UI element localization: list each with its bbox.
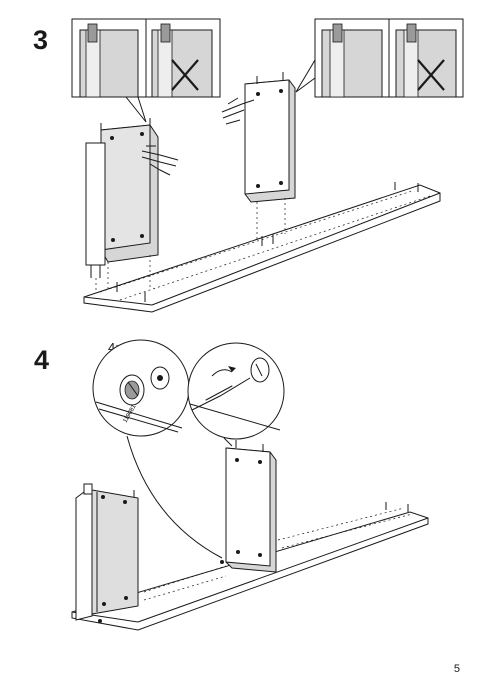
dowel-icon xyxy=(332,23,343,43)
step4-detail-cam-lock: 119081 xyxy=(92,339,190,437)
dowel-icon xyxy=(160,23,171,43)
hand-icon xyxy=(141,97,255,176)
step-3-number: 3 xyxy=(33,25,49,55)
step4-detail-screwdriver xyxy=(187,342,285,440)
page-number: 5 xyxy=(453,663,460,675)
dowel-icon xyxy=(406,23,417,43)
dowel-icon xyxy=(87,23,98,43)
step3-side-panel xyxy=(85,118,159,292)
step4-divider-panel xyxy=(220,440,277,573)
step3-callout-right xyxy=(295,18,464,98)
step4-side-panel xyxy=(75,483,139,621)
step3-callout-left xyxy=(71,18,221,123)
step3-base-panel xyxy=(83,182,441,313)
step-4-number: 4 xyxy=(34,345,50,375)
step4-base-panel xyxy=(71,502,429,631)
step3-divider-panel xyxy=(244,72,296,246)
wrong-cross-icon xyxy=(417,59,445,91)
wrong-cross-icon xyxy=(171,59,199,91)
